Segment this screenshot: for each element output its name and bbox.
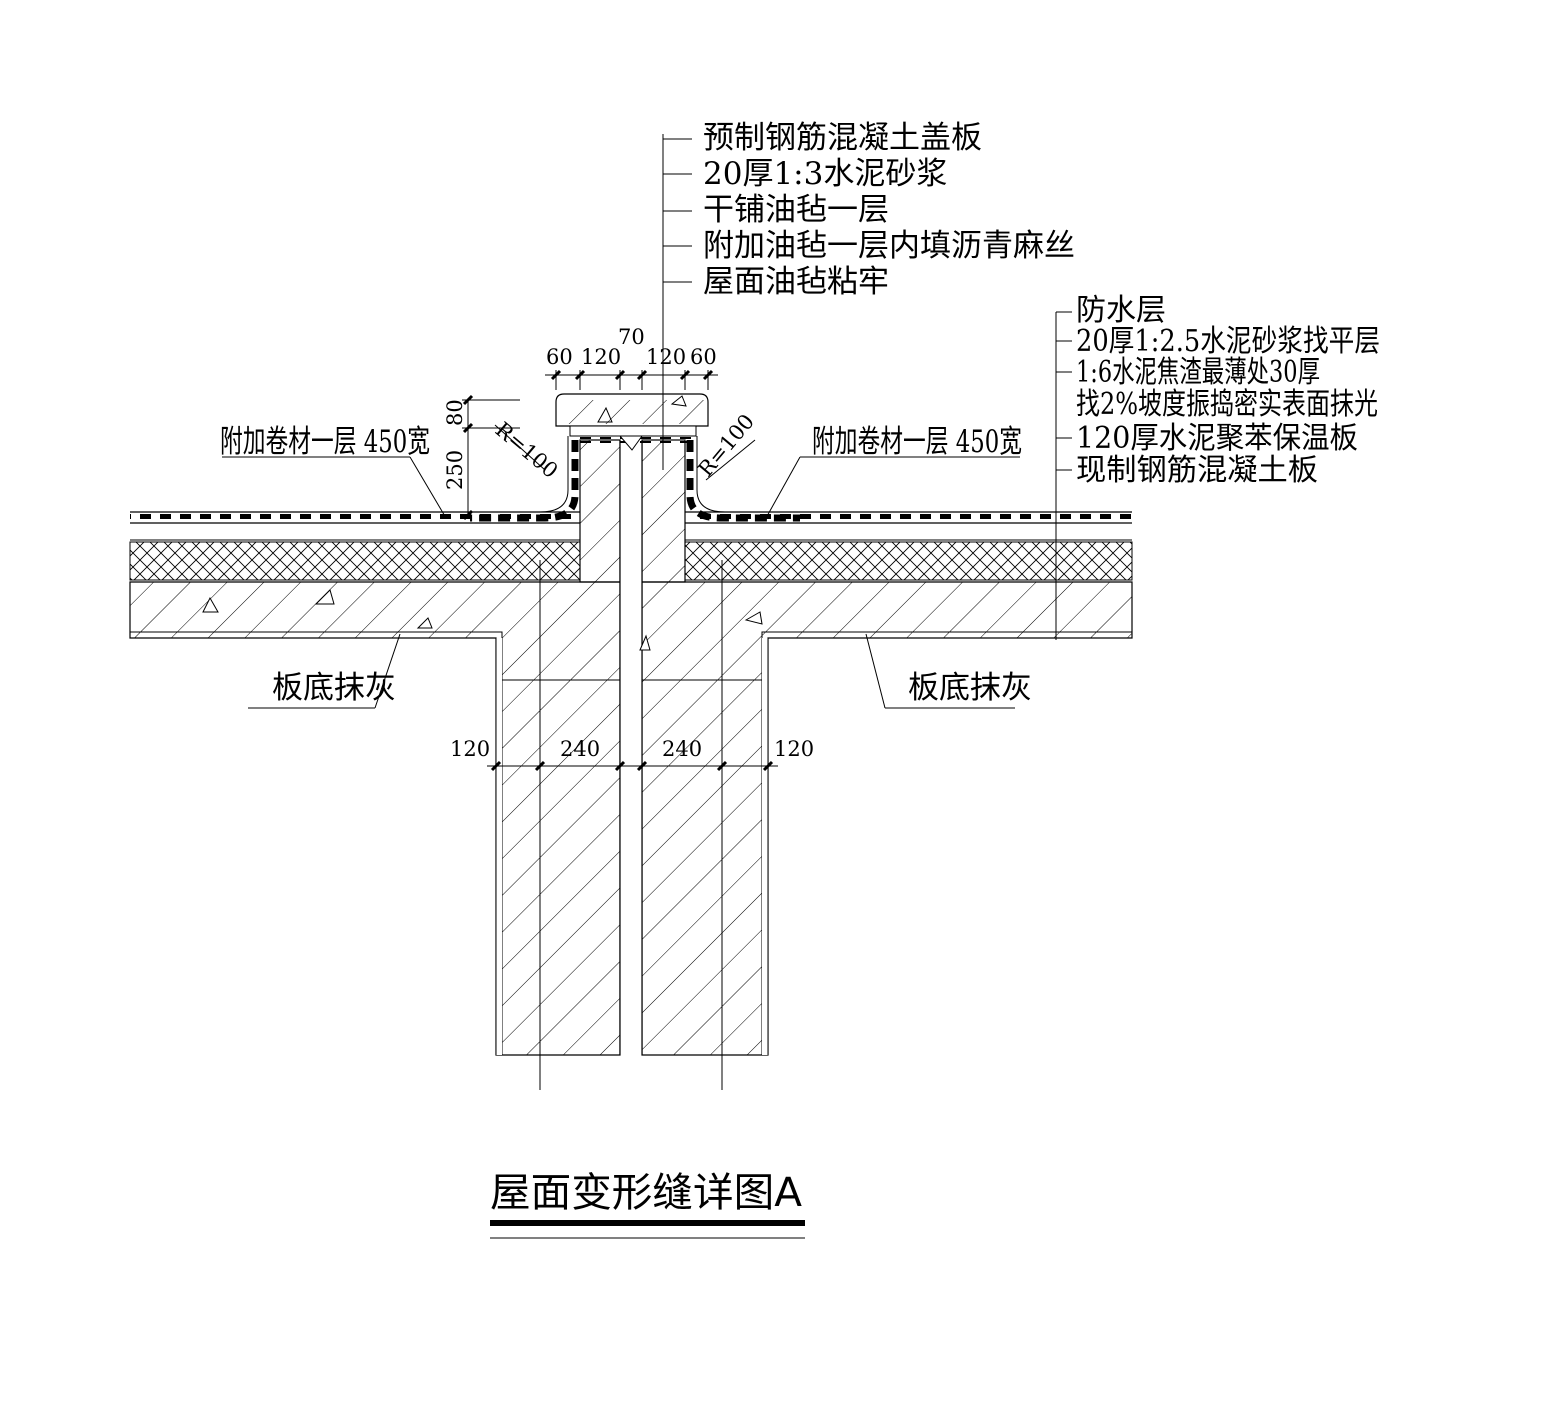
cap-label-roof-felt: 屋面油毡粘牢 <box>703 264 889 300</box>
membrane-upturn-right <box>686 440 800 522</box>
dim-top-60-left: 60 <box>546 345 573 369</box>
insulation-board-left <box>129 541 581 581</box>
upstands <box>579 439 686 1055</box>
cap-label-precast-slab: 预制钢筋混凝土盖板 <box>703 120 982 156</box>
title-underline-thick <box>490 1220 805 1226</box>
roof-buildup <box>129 511 1133 1090</box>
cap-label-extra-felt: 附加油毡一层内填沥青麻丝 <box>703 228 1075 264</box>
radius-label-left: R=100 <box>491 417 563 483</box>
cap-labels: 预制钢筋混凝土盖板 20厚1:3水泥砂浆 干铺油毡一层 附加油毡一层内填沥青麻丝… <box>703 120 1075 300</box>
cap-plate <box>555 393 709 451</box>
insulation-board-right <box>684 541 1133 581</box>
dim-wall-120-left: 120 <box>450 737 490 761</box>
extra-membrane-label-right: 附加卷材一层 450宽 <box>812 424 1022 460</box>
wall-dimensions: 120 240 240 120 <box>450 737 814 761</box>
extra-membrane-label-left: 附加卷材一层 450宽 <box>220 424 430 460</box>
upstand-left <box>579 439 621 583</box>
ceiling-plaster-label-right: 板底抹灰 <box>908 670 1032 706</box>
cap-label-mortar: 20厚1:3水泥砂浆 <box>703 156 947 192</box>
drawing-title: 屋面变形缝详图A <box>490 1170 803 1216</box>
roof-labels: 防水层 20厚1:2.5水泥砂浆找平层 1:6水泥焦渣最薄处30厚 找2%坡度振… <box>1076 293 1380 488</box>
roof-label-cinder: 1:6水泥焦渣最薄处30厚 <box>1076 355 1320 390</box>
roof-label-insulation: 120厚水泥聚苯保温板 <box>1076 421 1358 456</box>
roof-label-rc-slab: 现制钢筋混凝土板 <box>1076 453 1318 488</box>
dim-top-120-right: 120 <box>646 345 686 369</box>
concrete-slab-right <box>641 581 1133 1056</box>
dim-top-120-left: 120 <box>581 345 621 369</box>
ceiling-plaster-label-left: 板底抹灰 <box>272 670 396 706</box>
roof-label-waterproof: 防水层 <box>1076 293 1166 328</box>
concrete-slab-left <box>129 581 621 1056</box>
roof-label-screed: 20厚1:2.5水泥砂浆找平层 <box>1076 324 1380 359</box>
dim-wall-240-right: 240 <box>662 737 702 761</box>
top-dimensions: 60 120 70 120 60 <box>546 325 717 369</box>
dimension-ticks <box>462 369 774 772</box>
dim-wall-120-right: 120 <box>774 737 814 761</box>
dim-top-70: 70 <box>618 325 645 349</box>
membrane-upturn-left <box>470 440 579 522</box>
leaders <box>222 134 1072 709</box>
waterproof-layer-left <box>130 514 580 521</box>
dim-wall-240-left: 240 <box>560 737 600 761</box>
bitumen-hemp-fill <box>618 435 643 451</box>
dim-top-60-right: 60 <box>690 345 717 369</box>
dim-vertical-80: 80 <box>443 399 467 426</box>
membrane-upturns <box>465 436 800 522</box>
aggregate-marks <box>202 589 763 651</box>
dim-vertical-250: 250 <box>443 450 467 490</box>
waterproof-layer-right <box>700 514 1132 521</box>
expansion-gap <box>620 440 642 1055</box>
roof-label-slope: 找2%坡度振捣密实表面抹光 <box>1076 387 1378 422</box>
cap-label-dry-felt: 干铺油毡一层 <box>703 192 889 228</box>
